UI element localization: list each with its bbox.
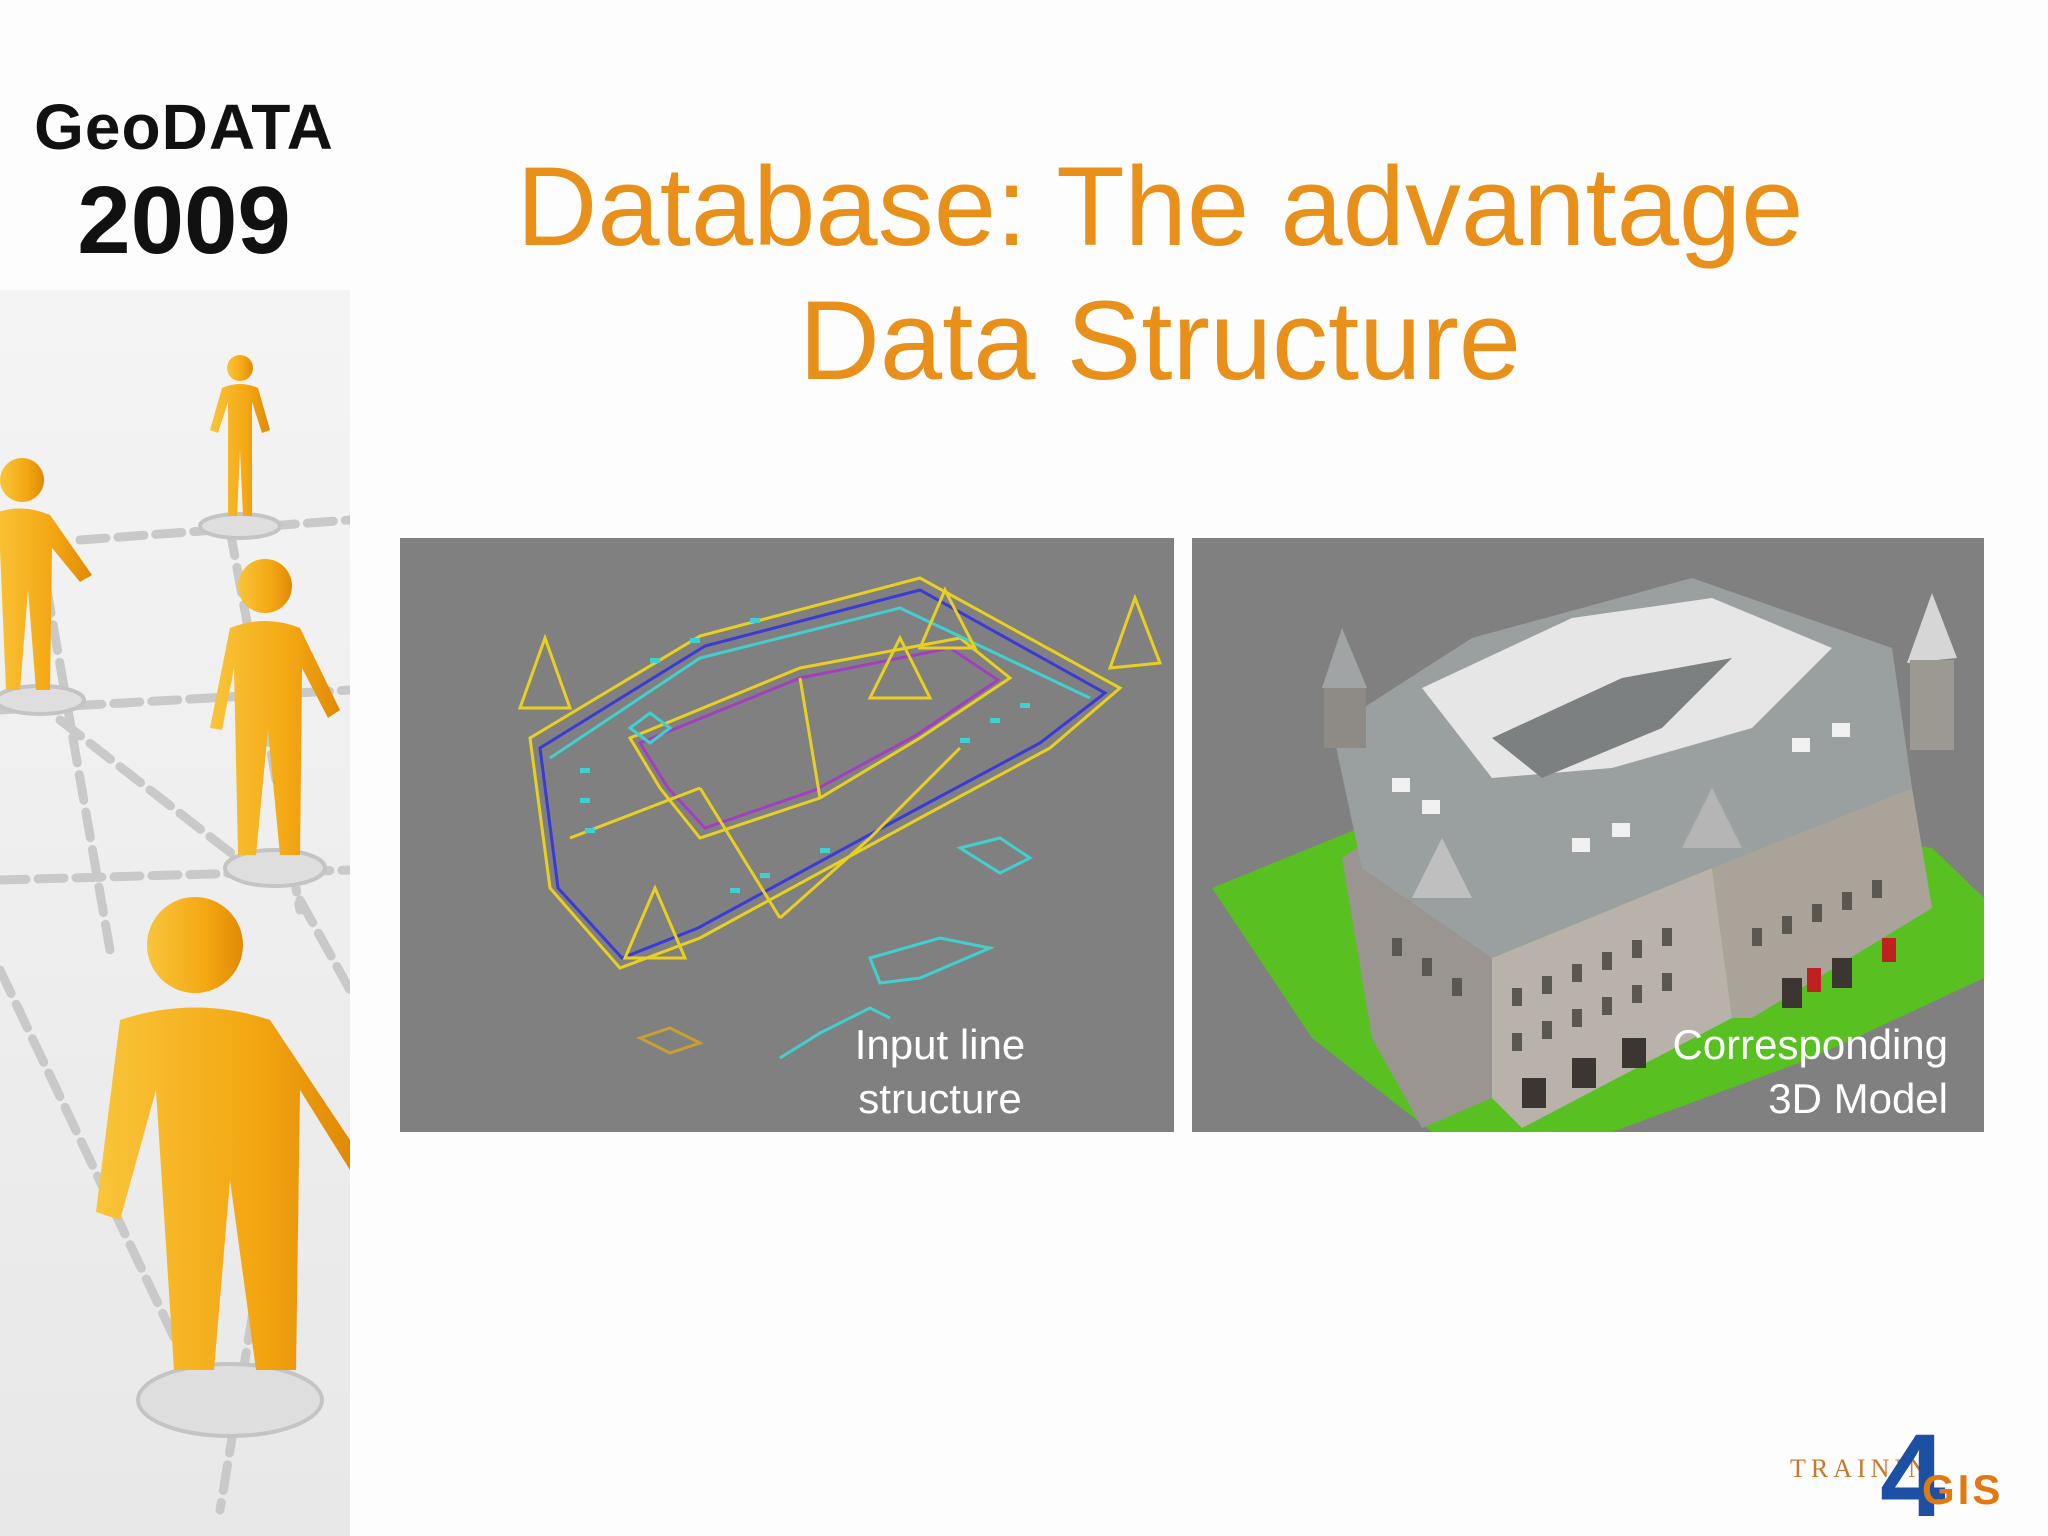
brand-year: 2009 xyxy=(77,167,291,274)
building-3d-render xyxy=(1212,578,1984,1132)
people-network-illustration xyxy=(0,290,350,1536)
logo-number: 4 xyxy=(1880,1410,1946,1536)
wireframe-drawing xyxy=(517,576,1163,1060)
conference-brand: GeoDATA 2009 xyxy=(0,90,368,276)
logo-word: TRAININ xyxy=(1790,1454,1932,1483)
title-line-1: Database: The advantage xyxy=(516,144,1804,269)
input-line-structure-image: Input line structure xyxy=(400,538,1174,1132)
training4gis-logo: TRAININ 4 GIS xyxy=(1780,1410,2010,1536)
title-line-2: Data Structure xyxy=(798,278,1522,403)
right-caption-line-1: Corresponding xyxy=(1672,1021,1948,1068)
right-caption-line-2: 3D Model xyxy=(1768,1075,1948,1122)
left-caption: Input line structure xyxy=(810,1018,1070,1126)
right-caption: Corresponding 3D Model xyxy=(1672,1018,1948,1126)
left-caption-line-2: structure xyxy=(858,1075,1022,1122)
left-caption-line-1: Input line xyxy=(854,1021,1026,1068)
brand-name: GeoDATA xyxy=(34,91,334,163)
logo-suffix: GIS xyxy=(1922,1466,2004,1513)
3d-model-image: Corresponding 3D Model xyxy=(1192,538,1984,1132)
slide-title: Database: The advantage Data Structure xyxy=(380,140,1940,408)
